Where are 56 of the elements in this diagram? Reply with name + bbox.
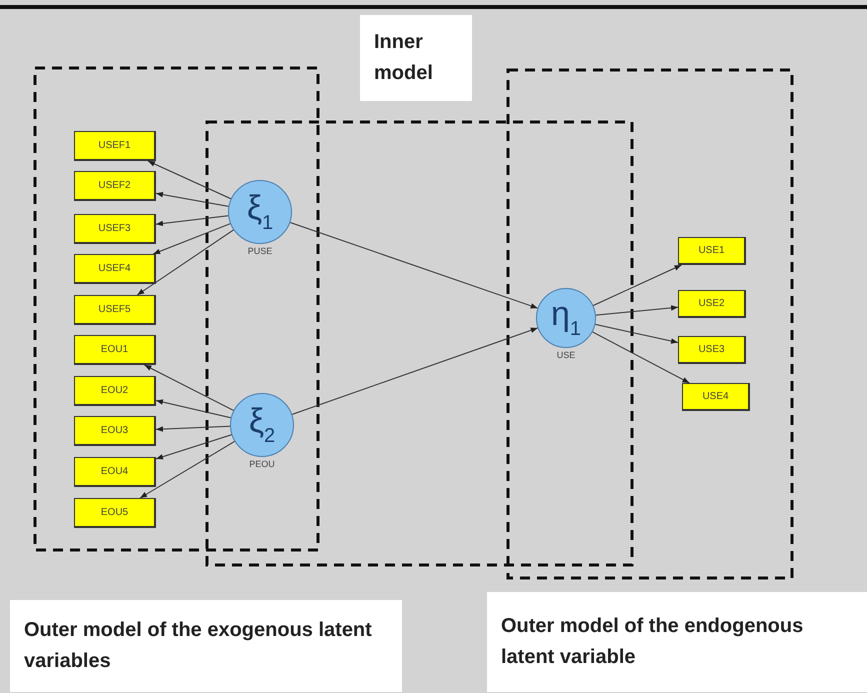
indicator-box [74,131,156,161]
arrow [152,223,231,254]
indicator-box [678,336,746,364]
node-label: Outer model of the endogenous latent variable [501,614,804,670]
indicator-box [74,498,156,528]
indicator-box [74,295,156,325]
node-label: Outer model of the exogenous latent variables [24,618,373,674]
indicator-box [74,171,156,201]
symbol-label: ξ$_{2}$ [248,402,276,448]
arrow [156,215,229,226]
node-label: Inner model [374,30,434,86]
node-label: USEF2 [98,180,131,191]
indicator-box [678,237,746,265]
node-label: USEF5 [98,304,131,315]
node-label: USEF4 [98,263,131,274]
indicator-box [74,335,156,365]
node-label: USE3 [698,344,725,355]
node-label: EOU5 [100,507,128,518]
node-label: EOU1 [100,344,128,355]
indicator-box [74,376,156,406]
indicator-box [682,383,750,411]
node-label: USEF1 [98,140,131,151]
label-panel [360,15,472,101]
node-label: EOU2 [100,385,128,396]
indicator-box [74,254,156,284]
node-label: USE2 [698,298,725,309]
arrow [594,324,678,344]
indicator-box [74,457,156,487]
arrow [144,364,234,411]
construct-name: PUSE [248,246,272,256]
arrow [156,192,229,207]
node-label: EOU4 [100,466,128,477]
label-panel [487,592,867,692]
node-label: USEF3 [98,223,131,234]
arrow [292,327,538,415]
indicator-box [74,416,156,446]
arrow [592,331,690,384]
node-label: USE1 [698,245,725,256]
node-label: USE4 [702,391,729,402]
indicator-box [74,214,156,244]
symbol-label: η$_{1}$ [550,295,582,341]
indicator-box [678,290,746,318]
symbol-label: ξ$_{1}$ [246,189,274,235]
label-panel [10,600,402,692]
arrow [156,426,231,432]
arrow [290,222,538,309]
arrow [140,440,236,498]
arrow [595,305,678,316]
arrow [156,399,232,418]
arrow [136,229,234,296]
arrow [156,434,232,460]
construct-name: PEOU [249,459,275,469]
arrow [592,264,682,306]
node-label: EOU3 [100,425,128,436]
construct-name: USE [556,350,576,360]
arrow [147,160,232,200]
